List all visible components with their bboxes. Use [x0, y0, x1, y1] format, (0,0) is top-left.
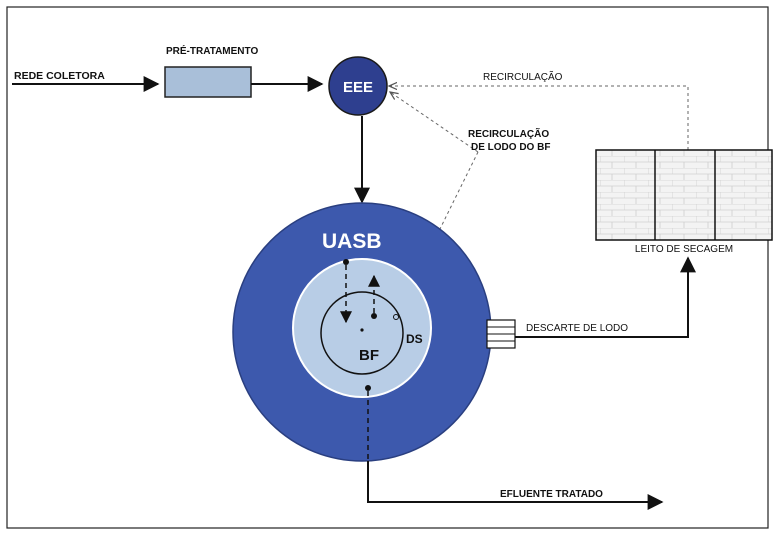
recirculation-label: RECIRCULAÇÃO	[483, 70, 563, 83]
biofilter-label: BF	[359, 347, 379, 364]
pump-station-label: EEE	[343, 79, 373, 96]
sludge-discharge-label: DESCARTE DE LODO	[526, 323, 628, 334]
bf-sludge-recirculation-arrow	[390, 92, 479, 153]
drying-bed	[595, 149, 773, 241]
bf-sludge-recirculation-label-2: DE LODO DO BF	[471, 142, 550, 153]
recirculation-dashed-line	[389, 86, 689, 150]
treated-effluent-label: EFLUENTE TRATADO	[500, 489, 603, 500]
pump-station-circle	[328, 56, 388, 116]
effluent-dot	[365, 385, 371, 391]
bf-sludge-recirculation-label-1: RECIRCULAÇÃO	[468, 127, 549, 140]
upflow-dot	[371, 313, 377, 319]
collection-network-label: REDE COLETORA	[14, 70, 105, 82]
inflow-dot	[343, 259, 349, 265]
ds-small-circle	[393, 314, 399, 320]
pretreatment-box	[164, 66, 252, 98]
ds-label: DS	[406, 332, 423, 346]
biofilter-center-dot	[360, 328, 364, 332]
treated-effluent-arrow	[367, 461, 664, 510]
diagram-frame	[6, 6, 769, 529]
drying-bed-label: LEITO DE SECAGEM	[635, 244, 733, 255]
pretreatment-label: PRÉ-TRATAMENTO	[166, 44, 258, 57]
sludge-discharge-arrow	[515, 256, 696, 338]
uasb-label: UASB	[322, 230, 382, 253]
